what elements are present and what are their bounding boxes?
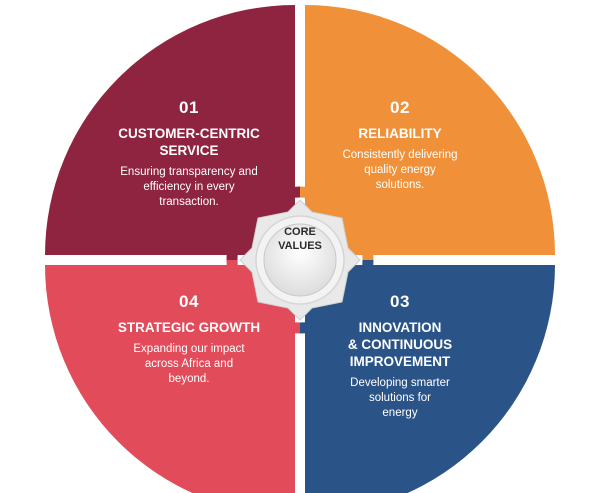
quadrant-description-line: solutions. (375, 179, 425, 191)
quadrant-number: 03 (390, 292, 410, 311)
quadrant-description-line: across Africa and (144, 358, 234, 370)
quadrant-description-line: Ensuring transparency and (120, 166, 258, 178)
hub-arc-customer-centric (226, 186, 301, 261)
quadrant-description: Ensuring transparency and efficiency in … (100, 165, 278, 210)
core-values-label: CORE VALUES (260, 225, 340, 253)
quadrant-title-line: STRATEGIC GROWTH (117, 320, 261, 335)
quadrant-description: Developing smarter solutions for energy (315, 376, 485, 421)
quadrant-title: STRATEGIC GROWTH (100, 319, 278, 336)
quadrant-description-line: energy (382, 407, 418, 419)
core-values-label-line2: VALUES (278, 240, 322, 252)
quadrant-title-line: CUSTOMER-CENTRIC (118, 126, 260, 141)
quadrant-title: RELIABILITY (315, 125, 485, 142)
quadrant-description-line: Developing smarter (350, 377, 450, 389)
quadrant-title: INNOVATION & CONTINUOUS IMPROVEMENT (315, 319, 485, 370)
hub-arc-innovation (299, 259, 374, 334)
quadrant-customer-centric: 01 CUSTOMER-CENTRIC SERVICE Ensuring tra… (100, 98, 278, 210)
quadrant-title-line: INNOVATION (358, 320, 442, 335)
quadrant-description-line: quality energy (364, 164, 436, 176)
quadrant-title-line: RELIABILITY (358, 126, 442, 141)
core-values-label-line1: CORE (284, 226, 316, 238)
hub-core (263, 223, 337, 297)
quadrant-description-line: transaction. (159, 196, 219, 208)
quadrant-title-line: SERVICE (159, 143, 219, 158)
quadrant-reliability: 02 RELIABILITY Consistently delivering q… (315, 98, 485, 193)
quadrant-title-line: IMPROVEMENT (349, 354, 451, 369)
quadrant-number: 01 (179, 98, 199, 117)
quadrant-customer-centric-sector (45, 5, 295, 255)
quadrant-description: Consistently delivering quality energy s… (315, 148, 485, 193)
quadrant-innovation-sector (305, 265, 555, 493)
quadrant-description: Expanding our impact across Africa and b… (100, 342, 278, 387)
quadrant-number: 02 (390, 98, 410, 117)
quadrant-description-line: beyond. (168, 373, 210, 385)
quadrant-description-line: efficiency in every (143, 181, 235, 193)
hub-arc-strategic-growth (226, 259, 301, 334)
hub-arc-reliability (299, 186, 374, 261)
quadrant-description-line: solutions for (368, 392, 431, 404)
quadrant-strategic-growth: 04 STRATEGIC GROWTH Expanding our impact… (100, 292, 278, 387)
quadrant-description-line: Expanding our impact (133, 343, 245, 355)
quadrant-reliability-sector (305, 5, 555, 255)
quadrant-description-line: Consistently delivering (342, 149, 458, 161)
quadrant-title: CUSTOMER-CENTRIC SERVICE (100, 125, 278, 159)
quadrant-innovation: 03 INNOVATION & CONTINUOUS IMPROVEMENT D… (315, 292, 485, 421)
quadrant-number: 04 (179, 292, 199, 311)
quadrant-strategic-growth-sector (45, 265, 295, 493)
quadrant-title-line: & CONTINUOUS (347, 337, 453, 352)
